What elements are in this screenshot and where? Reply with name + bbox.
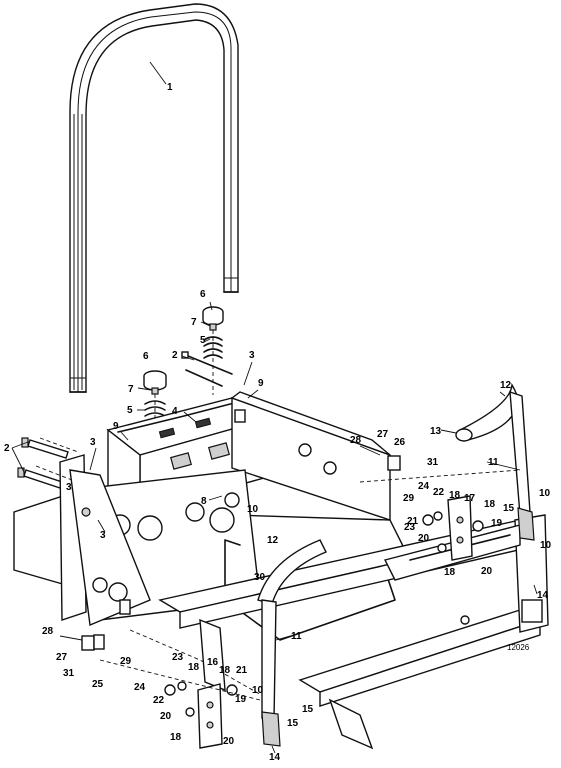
left-weldment	[13, 437, 271, 701]
control-lever-left	[257, 539, 327, 747]
callout-7: 7	[191, 317, 197, 328]
callout-8: 8	[201, 496, 207, 507]
callout-15: 15	[287, 718, 299, 729]
callout-27: 27	[377, 429, 389, 440]
callout-27: 27	[56, 652, 68, 663]
control-lever-right	[455, 382, 535, 541]
callout-29: 29	[120, 656, 132, 667]
callout-13: 13	[430, 426, 442, 437]
callout-6: 6	[200, 289, 206, 300]
callout-26: 26	[394, 437, 406, 448]
callout-10: 10	[247, 504, 259, 515]
callout-10: 10	[539, 488, 551, 499]
lower-frame	[158, 514, 549, 750]
callout-5: 5	[200, 335, 206, 346]
callout-19: 19	[235, 694, 247, 705]
callout-3: 3	[100, 530, 106, 541]
callout-2: 2	[172, 350, 178, 361]
callout-1: 1	[167, 82, 173, 93]
callout-19: 19	[491, 518, 503, 529]
leader-lines	[11, 61, 538, 754]
callout-18: 18	[484, 499, 496, 510]
callout-4: 4	[172, 406, 178, 417]
callout-14: 14	[537, 590, 549, 601]
callout-12: 12	[267, 535, 279, 546]
callout-21: 21	[407, 516, 419, 527]
callout-15: 15	[302, 704, 314, 715]
callout-23: 23	[404, 522, 416, 533]
bolts-upper	[181, 351, 233, 387]
callout-24: 24	[134, 682, 146, 693]
callout-20: 20	[418, 533, 430, 544]
callout-9: 9	[258, 378, 264, 389]
figure-id: 12026	[507, 643, 530, 652]
callout-9: 9	[113, 421, 119, 432]
callout-30: 30	[254, 572, 266, 583]
callout-24: 24	[418, 481, 430, 492]
callout-2: 2	[4, 443, 10, 454]
callout-22: 22	[433, 487, 445, 498]
callout-18: 18	[170, 732, 182, 743]
callout-11: 11	[291, 631, 302, 642]
callout-25: 25	[92, 679, 104, 690]
callout-12: 12	[500, 380, 512, 391]
callout-18: 18	[188, 662, 200, 673]
isolator-stack-rear	[202, 306, 224, 395]
callout-31: 31	[427, 457, 439, 468]
callout-6: 6	[143, 351, 149, 362]
callout-20: 20	[481, 566, 493, 577]
callout-11: 11	[488, 457, 499, 468]
callout-18: 18	[444, 567, 456, 578]
callout-labels: 1 2 2 3 3 3 3 4 5 5 6 6 7 7 8 9 9 10 10 …	[4, 82, 552, 763]
callout-10: 10	[540, 540, 552, 551]
callout-18: 18	[219, 665, 231, 676]
callout-3: 3	[66, 482, 72, 493]
pivot-bracket-left	[197, 683, 223, 749]
callout-31: 31	[63, 668, 75, 679]
main-chassis	[89, 391, 412, 641]
callout-28: 28	[350, 435, 362, 446]
callout-14: 14	[269, 752, 281, 763]
callout-3: 3	[249, 350, 255, 361]
callout-16: 16	[207, 657, 219, 668]
callout-5: 5	[127, 405, 133, 416]
callout-10: 10	[252, 685, 264, 696]
callout-28: 28	[42, 626, 54, 637]
hardware	[81, 409, 521, 717]
callout-21: 21	[236, 665, 248, 676]
callout-3: 3	[90, 437, 96, 448]
roll-bar	[69, 3, 239, 393]
callout-20: 20	[223, 736, 235, 747]
callout-7: 7	[128, 384, 134, 395]
callout-20: 20	[160, 711, 172, 722]
pivot-bracket-right	[447, 495, 473, 561]
callout-18: 18	[449, 490, 461, 501]
callout-23: 23	[172, 652, 184, 663]
callout-17: 17	[464, 493, 476, 504]
callout-15: 15	[503, 503, 515, 514]
callout-29: 29	[403, 493, 415, 504]
callout-22: 22	[153, 695, 165, 706]
